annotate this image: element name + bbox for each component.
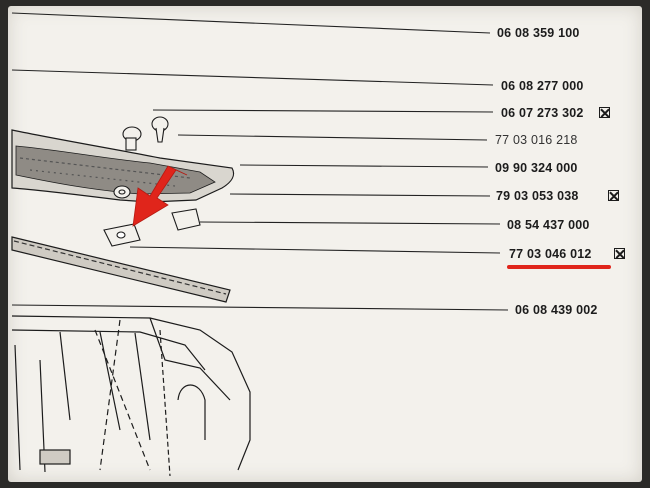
x-box-icon	[599, 107, 610, 118]
leader-line	[11, 304, 509, 311]
exploded-diagram	[11, 12, 509, 477]
red-underline	[507, 265, 611, 269]
part-number-label: 06 07 273 302	[501, 106, 584, 120]
red-arrow-icon	[132, 165, 188, 227]
leader-line	[11, 69, 494, 86]
leader-line	[152, 109, 494, 113]
leader-line	[229, 193, 491, 197]
screw-part	[122, 116, 169, 151]
leader-line	[129, 246, 501, 254]
catalog-page: 06 08 359 100 06 08 277 000 06 07 273 30…	[8, 6, 642, 482]
x-box-icon	[614, 248, 625, 259]
part-number-label: 08 54 437 000	[507, 218, 590, 232]
part-number-label: 06 08 359 100	[497, 26, 580, 40]
part-number-label: 06 08 439 002	[515, 303, 598, 317]
clip-part	[103, 208, 201, 247]
part-number-label: 79 03 053 038	[496, 189, 579, 203]
leader-line	[239, 164, 489, 168]
part-number-label: 06 08 277 000	[501, 79, 584, 93]
highlighted-part-number: 77 03 046 012	[509, 247, 592, 261]
washer-part	[113, 185, 131, 199]
x-box-icon	[608, 190, 619, 201]
part-number-label: 09 90 324 000	[495, 161, 578, 175]
car-body	[11, 315, 251, 477]
leader-line	[199, 221, 501, 225]
leader-line	[11, 12, 491, 34]
part-number-label: 77 03 016 218	[495, 133, 578, 147]
leader-line	[177, 134, 488, 141]
moulding-strip	[11, 236, 231, 303]
